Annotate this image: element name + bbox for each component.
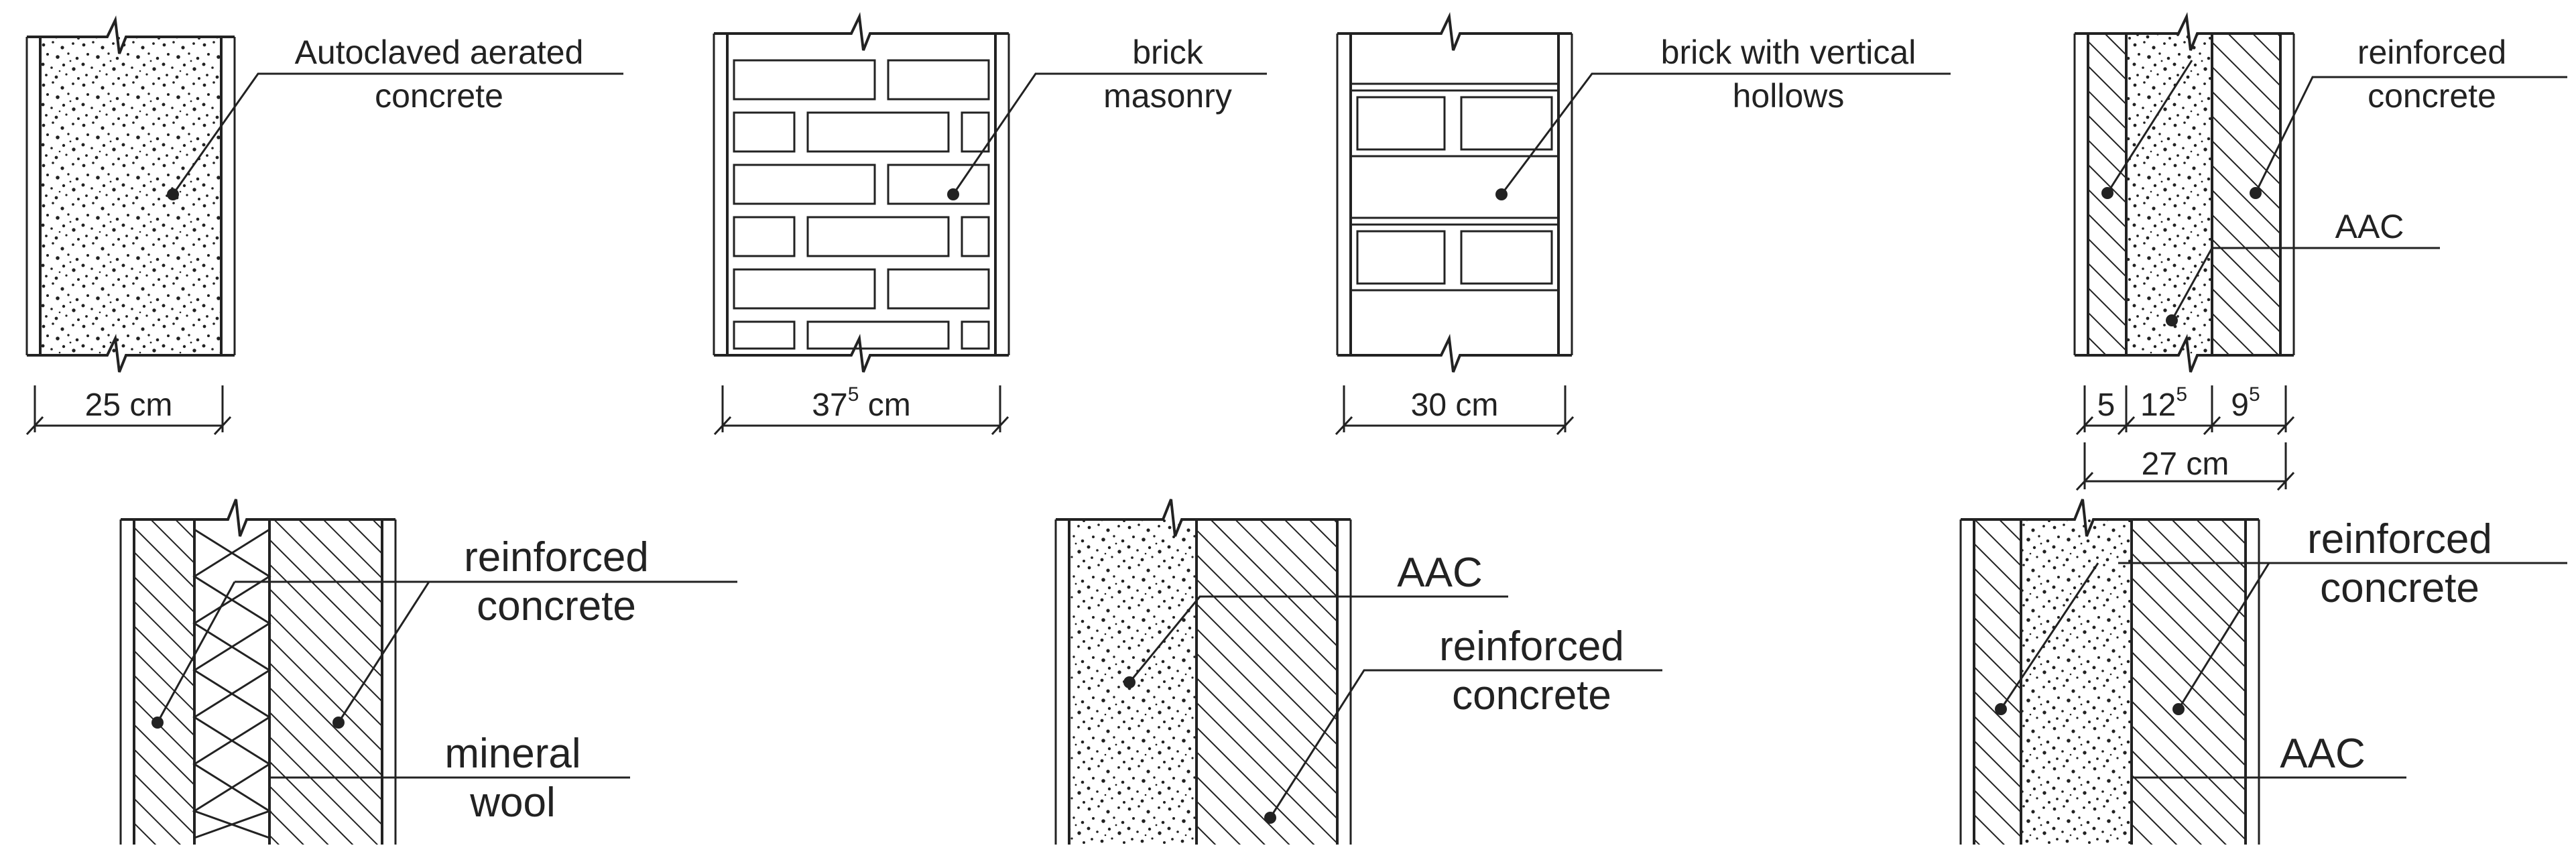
sandwich-total-dimension: 27 cm <box>2075 442 2295 491</box>
hollow-brick-label-line1: brick with vertical <box>1661 34 1916 71</box>
rc-aac-rc-rc-label-line2: concrete <box>2320 565 2479 611</box>
brick-courses <box>733 59 990 350</box>
wool-label-line1: mineral <box>444 731 580 777</box>
aac-wall-dimension: 25 cm <box>25 385 232 436</box>
wool-wall-rc-label-line2: concrete <box>477 583 636 629</box>
sandwich-rc-label-line1: reinforced <box>2357 34 2506 71</box>
aac-wall-label-line2: concrete <box>375 77 503 115</box>
hollow-brick-dimension: 30 cm <box>1335 385 1575 436</box>
mineral-wool-zigzag <box>192 528 272 839</box>
aac-wall-thickness: 25 cm <box>85 387 173 423</box>
sandwich-aac-label: AAC <box>2335 208 2404 245</box>
hollow-brick-thickness: 30 cm <box>1411 387 1499 423</box>
brick-wall-dimension: 375 cm <box>713 383 1009 436</box>
rc-aac-rc-wall-section: reinforced concrete AAC <box>1959 499 2567 845</box>
sandwich-dim-b: 125 <box>2140 383 2187 423</box>
brick-wall-thickness: 375 cm <box>812 383 910 423</box>
aac-wall-section: Autoclaved aerated concrete 25 cm <box>25 15 623 436</box>
sandwich-dim-c: 95 <box>2231 383 2260 423</box>
brick-wall-label-line1: brick <box>1132 34 1204 71</box>
wool-label-line2: wool <box>469 780 556 826</box>
wool-wall-rc-label-line1: reinforced <box>464 534 649 580</box>
aac-rc-wall-section: AAC reinforced concrete <box>1054 499 1662 845</box>
sandwich-dim-a: 5 <box>2097 387 2115 423</box>
brick-wall-label-line2: masonry <box>1103 77 1232 115</box>
brick-wall-section: brick masonry 375 cm <box>713 11 1267 436</box>
sandwich-wall-section: reinforced concrete AAC 5 125 95 27 cm <box>2073 11 2567 491</box>
sandwich-rc-label-line2: concrete <box>2368 77 2496 115</box>
hollow-brick-courses <box>1351 82 1558 292</box>
sandwich-total: 27 cm <box>2142 446 2229 482</box>
mineral-wool-wall-section: reinforced concrete mineral wool <box>119 499 737 845</box>
hollow-brick-wall-section: brick with vertical hollows 30 cm <box>1335 11 1951 436</box>
aac-wall-label-line1: Autoclaved aerated <box>295 34 584 71</box>
rc-aac-rc-aac-label: AAC <box>2280 731 2365 777</box>
rc-aac-rc-rc-label-line1: reinforced <box>2307 516 2492 562</box>
aac-rc-wall-rc-label-line1: reinforced <box>1439 623 1624 670</box>
sandwich-layer-dimensions: 5 125 95 <box>2075 383 2295 436</box>
hollow-brick-label-line2: hollows <box>1733 77 1845 115</box>
aac-rc-wall-aac-label: AAC <box>1397 550 1482 596</box>
aac-rc-wall-rc-label-line2: concrete <box>1452 672 1611 719</box>
